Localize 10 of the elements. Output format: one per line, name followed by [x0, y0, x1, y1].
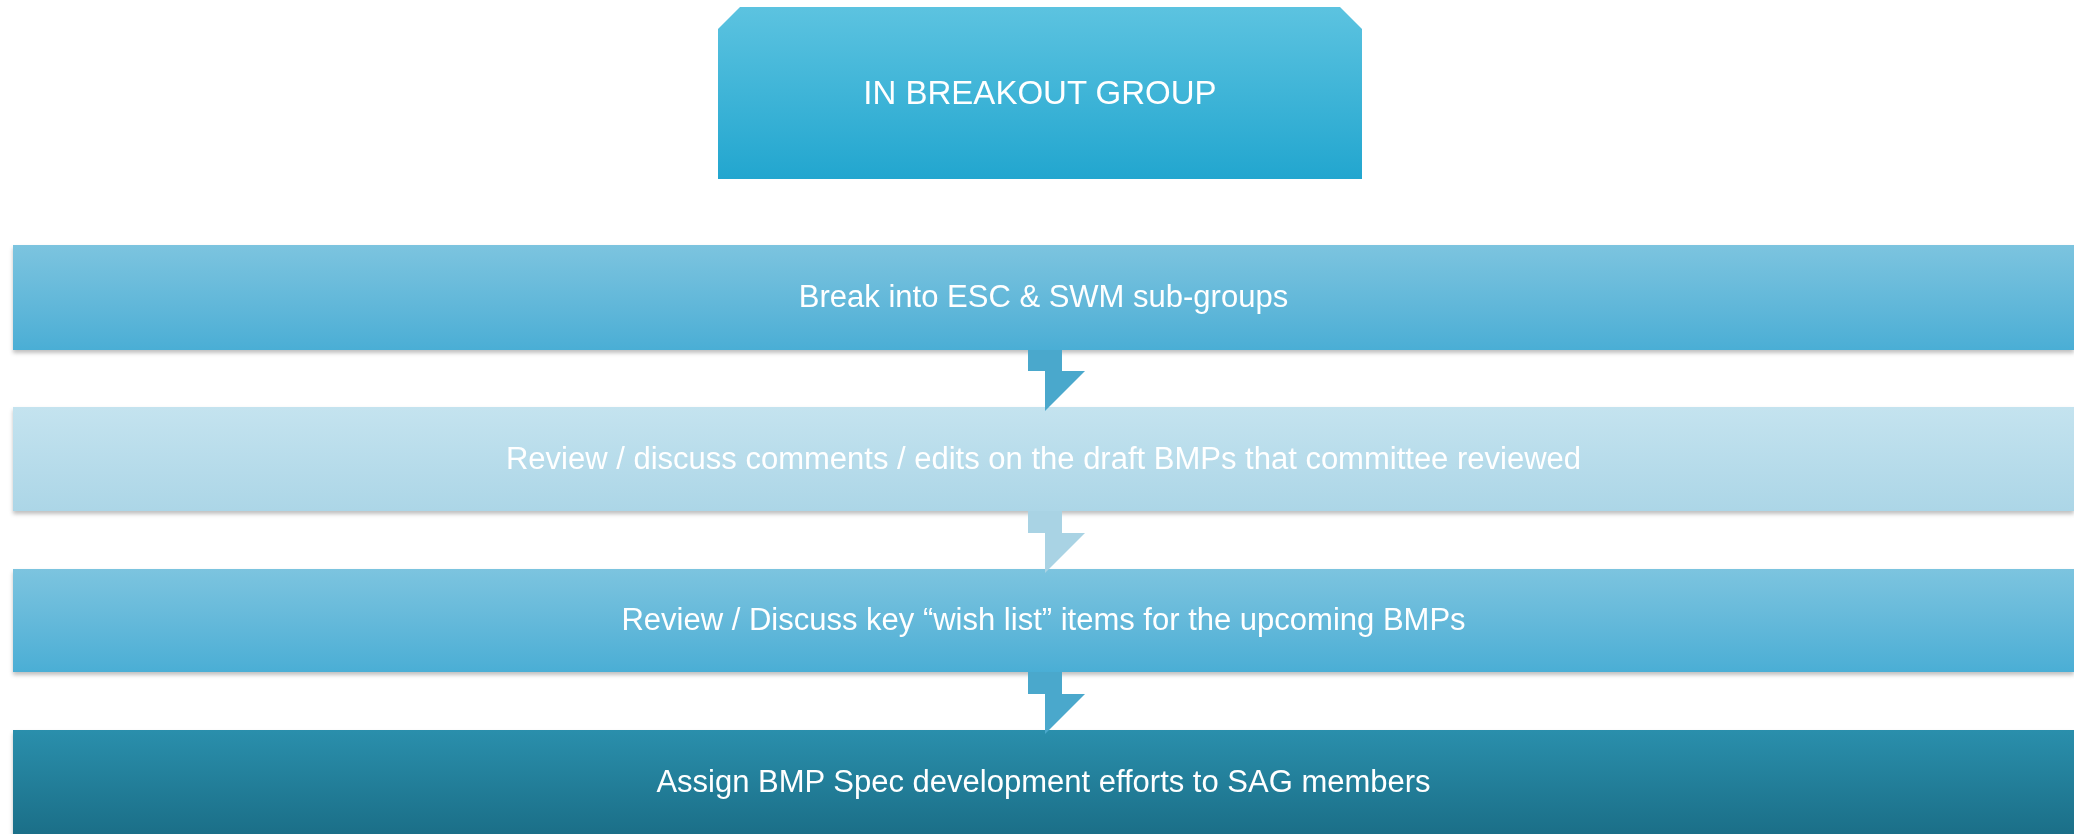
step-text: Review / discuss comments / edits on the draft BMPs that committee reviewed — [505, 439, 1582, 478]
heading-box — [718, 7, 1362, 179]
step-text: IN BREAKOUT GROUP — [863, 73, 1217, 114]
step-bar — [13, 569, 2074, 672]
step-bar — [13, 730, 2074, 834]
step-text: Assign BMP Spec development efforts to SAG members — [656, 762, 1431, 801]
step-bar — [13, 407, 2074, 511]
step-text: Review / Discuss key “wish list” items for the upcoming BMPs — [621, 601, 1466, 640]
step-bar — [13, 245, 2074, 350]
step-text: Break into ESC & SWM sub-groups — [798, 278, 1289, 317]
